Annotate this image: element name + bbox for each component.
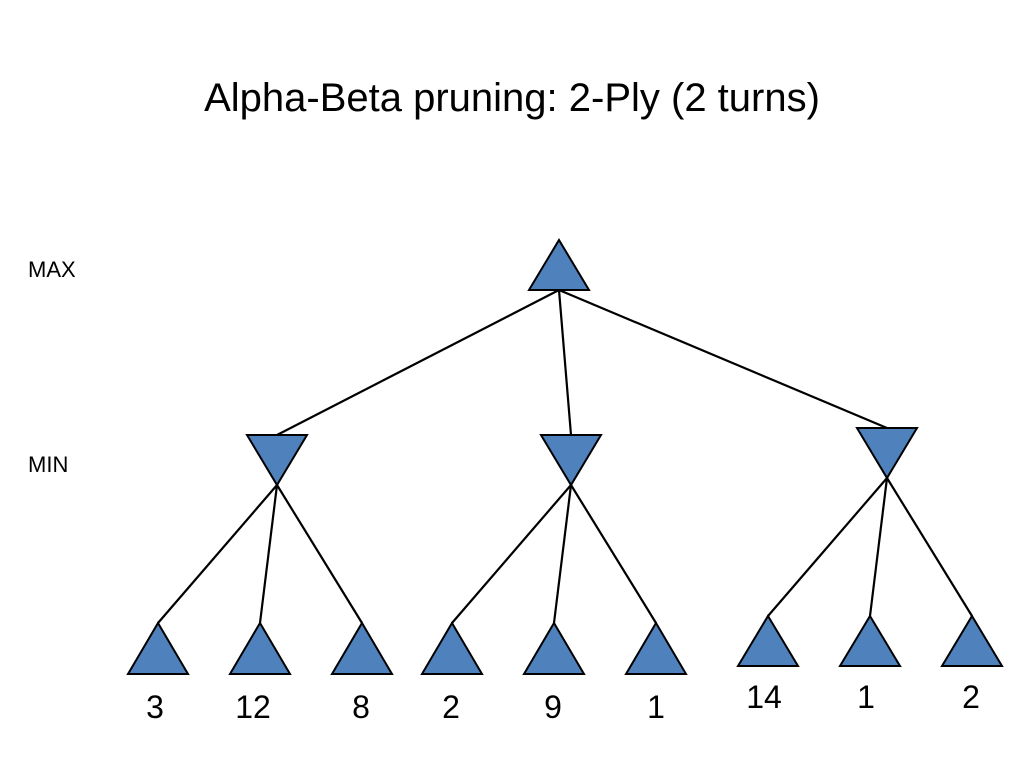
leaf-value-1: 3 xyxy=(146,689,164,725)
leaf-node-triangle-8 xyxy=(838,614,902,667)
edge-min-2-to-leaf-5 xyxy=(552,484,573,624)
leaf-value-3: 8 xyxy=(352,689,370,725)
min-node-triangle-1 xyxy=(245,434,309,487)
edge-min-3-to-leaf-7 xyxy=(767,477,888,617)
leaf-node-triangle-4 xyxy=(420,621,484,675)
leaf-value-7: 14 xyxy=(746,679,782,715)
edge-root-to-min-1 xyxy=(276,289,560,436)
edge-min-3-to-leaf-9 xyxy=(886,477,973,617)
edge-min-1-to-leaf-2 xyxy=(258,484,279,624)
leaf-node-triangle-6 xyxy=(624,621,688,675)
leaf-node-triangle-3 xyxy=(330,621,394,675)
edge-min-1-to-leaf-3 xyxy=(276,484,363,624)
tree-nodes xyxy=(126,238,1004,675)
leaf-value-5: 9 xyxy=(544,689,562,725)
leaf-node-triangle-2 xyxy=(228,621,292,675)
edge-min-1-to-leaf-1 xyxy=(157,484,278,624)
min-level-label: MIN xyxy=(28,452,69,477)
leaf-value-2: 12 xyxy=(235,689,271,725)
leaf-value-8: 1 xyxy=(857,679,875,715)
max-level-label: MAX xyxy=(28,257,76,282)
leaf-value-9: 2 xyxy=(962,679,980,715)
edge-root-to-min-3 xyxy=(558,288,888,430)
page-title: Alpha-Beta pruning: 2-Ply (2 turns) xyxy=(204,76,820,120)
max-node-triangle xyxy=(527,238,591,291)
edge-min-2-to-leaf-6 xyxy=(570,484,657,624)
edge-root-to-min-2 xyxy=(557,289,573,436)
edge-min-2-to-leaf-4 xyxy=(451,484,572,624)
leaf-value-6: 1 xyxy=(647,689,665,725)
min-node-triangle-2 xyxy=(539,434,603,487)
edge-min-3-to-leaf-8 xyxy=(868,477,889,617)
leaf-node-triangle-5 xyxy=(522,621,586,675)
tree-edges xyxy=(157,288,973,624)
leaf-node-triangle-1 xyxy=(126,621,190,675)
min-node-triangle-3 xyxy=(855,427,919,480)
leaf-node-triangle-9 xyxy=(940,614,1004,667)
leaf-node-triangle-7 xyxy=(736,614,800,667)
leaf-value-4: 2 xyxy=(442,689,460,725)
